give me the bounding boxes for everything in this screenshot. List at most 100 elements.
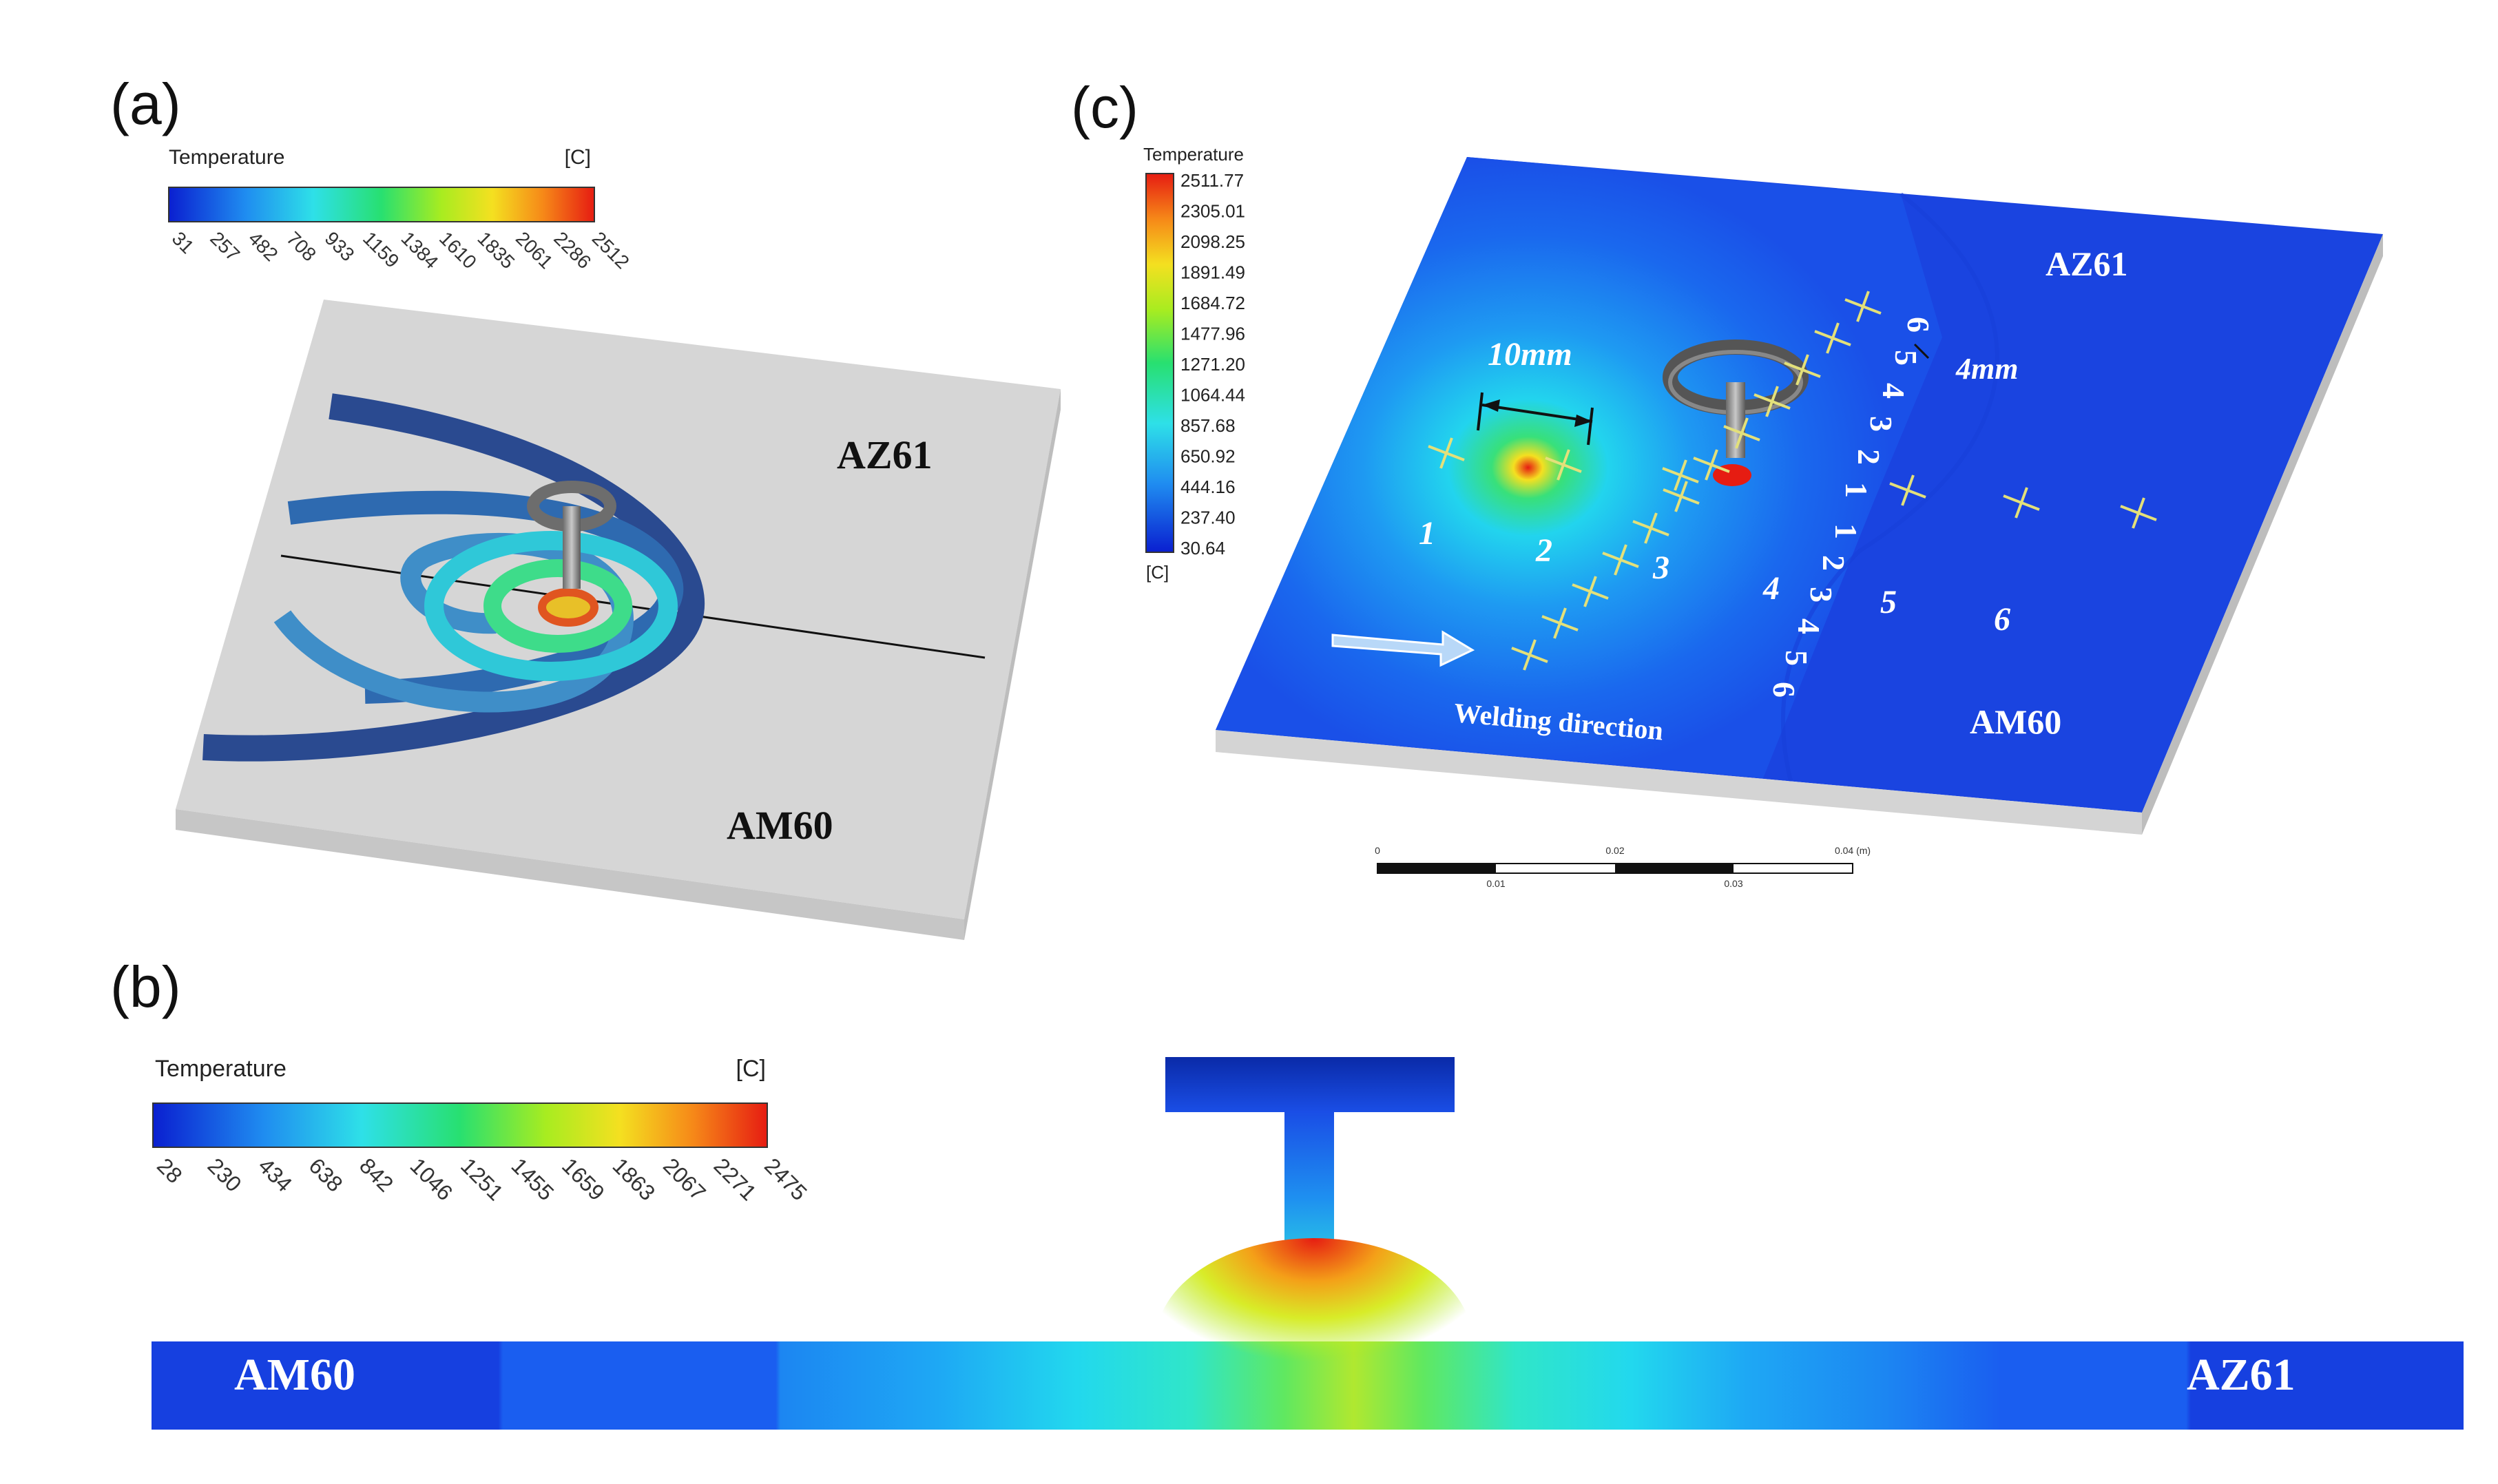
longitudinal-point-label: 5 (1880, 584, 1897, 620)
colorbar-tick-label: 2511.77 (1180, 170, 1244, 191)
plate-c (1216, 157, 2383, 835)
longitudinal-point-label: 4 (1762, 570, 1780, 607)
dimension-10mm: 10mm (1477, 336, 1594, 446)
colorbar-gradient-c (1145, 173, 1174, 553)
colorbar-title-b: Temperature (155, 1056, 287, 1082)
material-label-c-top: AZ61 (2046, 244, 2127, 283)
colorbar-gradient-a (168, 187, 595, 222)
colorbar-tick-label: 1159 (359, 227, 404, 272)
dimension-label-10mm: 10mm (1488, 336, 1572, 373)
transverse-point-label: 1 (1839, 482, 1874, 498)
measurement-point-mark (1674, 481, 1688, 512)
scale-tick-001: 0.01 (1486, 878, 1505, 889)
measurement-points-c (1428, 291, 2157, 671)
transverse-point-label: 5 (1888, 350, 1924, 366)
material-label-a-bottom: AM60 (727, 803, 833, 848)
colorbar-tick-label: 1384 (397, 227, 442, 273)
colorbar-tick-label: 2286 (550, 227, 595, 273)
longitudinal-point-label: 1 (1419, 515, 1435, 552)
measurement-point-mark (1439, 437, 1453, 469)
measurement-point-mark (1583, 576, 1597, 607)
colorbar-tick-label: 2475 (760, 1153, 812, 1205)
transverse-point-label: 5 (1779, 650, 1814, 666)
transverse-point-label: 3 (1864, 416, 1899, 432)
transverse-point-label: 3 (1804, 587, 1839, 603)
colorbar-tick-label: 933 (321, 227, 359, 265)
panel-c: (c) Temperature 2511.77 2305.01 2098.25 189… (1071, 75, 2383, 889)
colorbar-tick-label: 230 (203, 1153, 247, 1196)
colorbar-tick-label: 1684.72 (1180, 293, 1245, 313)
colorbar-tick-label: 2098.25 (1180, 231, 1245, 252)
colorbar-tick-label: 1891.49 (1180, 262, 1245, 283)
transverse-point-label: 4 (1791, 618, 1826, 634)
measurement-point-mark (1826, 322, 1840, 354)
colorbar-title-c: Temperature (1143, 144, 1244, 165)
material-label-b-right: AZ61 (2187, 1350, 2296, 1400)
dimension-4mm: 4mm (1913, 343, 2018, 386)
colorbar-tick-label: 708 (282, 227, 320, 265)
measurement-point-mark (1523, 639, 1537, 671)
colorbar-ticks-c: 2511.77 2305.01 2098.25 1891.49 1684.72 1477.… (1180, 170, 1245, 558)
scale-tick-003: 0.03 (1724, 878, 1742, 889)
colorbar-tick-label: 650.92 (1180, 446, 1236, 467)
longitudinal-point-label: 6 (1994, 601, 2010, 638)
scale-tick-0: 0 (1375, 845, 1380, 856)
colorbar-tick-label: 1659 (557, 1153, 610, 1205)
colorbar-tick-label: 1610 (435, 227, 481, 273)
material-label-b-left: AM60 (234, 1350, 355, 1400)
measurement-point-mark (2015, 487, 2028, 519)
colorbar-tick-label: 1064.44 (1180, 385, 1245, 406)
colorbar-tick-label: 1046 (406, 1153, 458, 1205)
colorbar-unit-c: [C] (1146, 562, 1169, 583)
panel-label-b: (b) (110, 954, 181, 1019)
colorbar-tick-label: 30.64 (1180, 538, 1225, 558)
colorbar-tick-label: 2061 (512, 227, 557, 273)
tool-a (527, 481, 616, 589)
panel-label-a: (a) (110, 72, 181, 136)
transverse-point-label: 2 (1851, 449, 1886, 465)
measurement-point-mark (1705, 449, 1718, 481)
transverse-point-label: 4 (1876, 383, 1911, 399)
dimension-label-4mm: 4mm (1955, 352, 2018, 386)
scale-bar-c: 0 0.02 0.04 (m) 0.01 0.03 (1375, 845, 1871, 889)
colorbar-tick-label: 842 (355, 1153, 398, 1196)
measurement-point-mark (1644, 512, 1658, 544)
transverse-point-label: 6 (1901, 317, 1936, 333)
panel-label-c: (c) (1071, 75, 1138, 140)
weld-line-a (280, 554, 986, 659)
longitudinal-point-label: 2 (1535, 532, 1552, 569)
point-labels-c: 1 2 3 4 5 6 6 5 4 3 2 1 1 2 3 4 5 6 (1419, 317, 2010, 698)
colorbar-tick-label: 434 (253, 1153, 297, 1196)
measurement-point-mark (1553, 607, 1567, 639)
colorbar-tick-label: 2271 (709, 1153, 762, 1205)
transverse-point-label: 6 (1767, 682, 1802, 698)
colorbar-tick-label: 2512 (588, 227, 634, 273)
colorbar-tick-label: 1477.96 (1180, 324, 1245, 344)
welding-direction-arrow (1331, 630, 1475, 667)
transverse-point-label: 2 (1816, 555, 1851, 571)
colorbar-tick-label: 28 (152, 1153, 187, 1188)
transverse-point-label: 1 (1829, 523, 1864, 539)
measurement-point-mark (2132, 497, 2145, 529)
colorbar-unit-b: [C] (736, 1056, 766, 1082)
colorbar-tick-label: 482 (244, 227, 282, 265)
scale-tick-004: 0.04 (m) (1835, 845, 1871, 856)
colorbar-tick-label: 857.68 (1180, 415, 1236, 436)
colorbar-tick-label: 638 (304, 1153, 348, 1196)
plate-section-b (152, 1238, 2464, 1471)
colorbar-tick-label: 237.40 (1180, 508, 1236, 528)
colorbar-tick-label: 2305.01 (1180, 201, 1245, 222)
longitudinal-point-label: 3 (1652, 550, 1669, 586)
measurement-point-mark (1765, 386, 1779, 417)
measurement-point-mark (1856, 291, 1870, 322)
colorbar-tick-label: 2067 (658, 1153, 711, 1205)
colorbar-tick-label: 444.16 (1180, 477, 1236, 497)
measurement-point-mark (1901, 474, 1915, 506)
colorbar-tick-label: 31 (168, 227, 198, 258)
